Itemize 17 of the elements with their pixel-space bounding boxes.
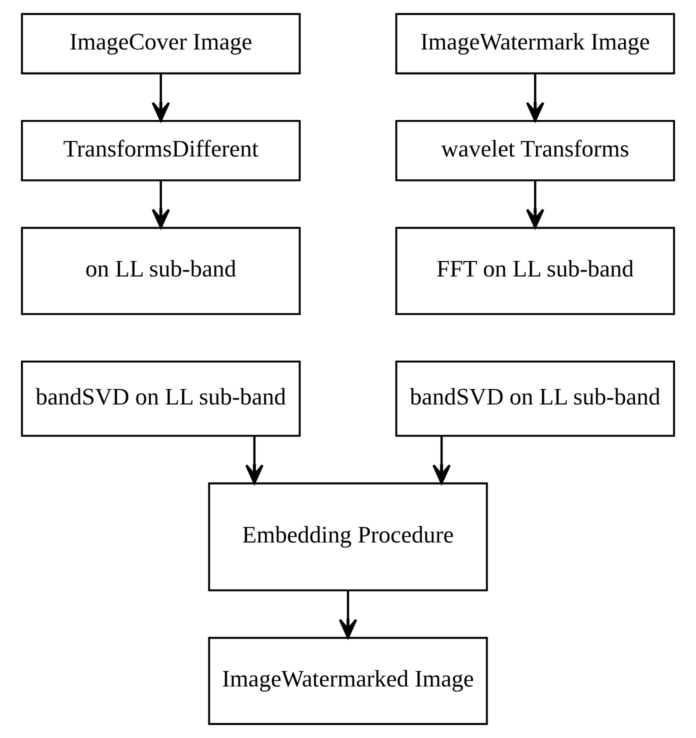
arrow bbox=[432, 436, 451, 484]
arrow bbox=[152, 180, 170, 229]
node-box: ImageCover Image bbox=[20, 13, 301, 74]
arrow bbox=[338, 590, 358, 639]
node-box: Embedding Procedure bbox=[208, 482, 488, 592]
node-box: wavelet Transforms bbox=[395, 120, 676, 182]
arrow bbox=[526, 180, 544, 229]
node-box: FFT on LL sub-band bbox=[395, 226, 676, 315]
arrow bbox=[245, 436, 264, 484]
node-box: bandSVD on LL sub-band bbox=[20, 360, 301, 437]
arrow bbox=[526, 73, 544, 122]
node-box: ImageWatermarked Image bbox=[208, 636, 488, 725]
node-box: on LL sub-band bbox=[20, 226, 301, 315]
arrow bbox=[152, 73, 170, 122]
node-box: ImageWatermark Image bbox=[395, 13, 676, 74]
node-box: TransformsDifferent bbox=[20, 120, 301, 182]
node-box: bandSVD on LL sub-band bbox=[395, 360, 676, 437]
